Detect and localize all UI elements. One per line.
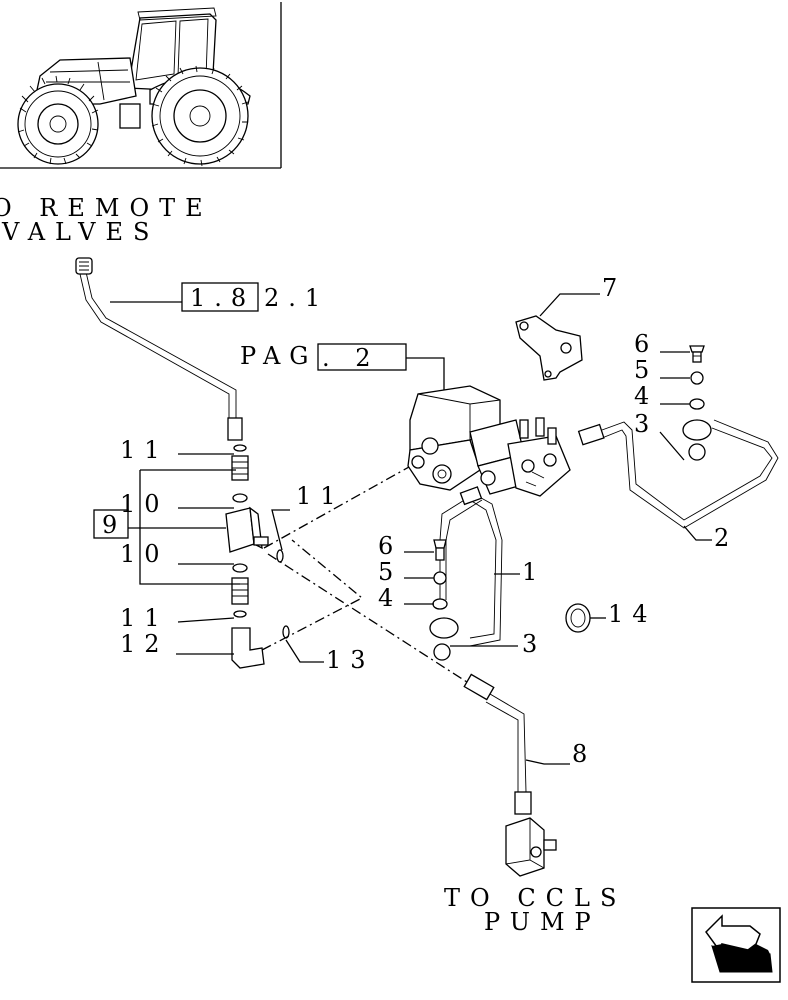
mounting-bracket (515, 315, 583, 381)
label-6-right: 6 (634, 330, 658, 358)
label-1: 1 (522, 558, 546, 586)
label-14: 14 (608, 600, 657, 628)
control-valve-block (407, 385, 571, 497)
hose-clip (565, 603, 591, 633)
remote-valve-pipe (75, 257, 243, 441)
ccls-pump-caption-line1: TO CCLS (444, 884, 626, 912)
tractor-illustration-icon (0, 2, 282, 169)
pag-box (317, 343, 407, 371)
label-11-top: 11 (120, 436, 169, 464)
ref-2-1-text: 2.1 (264, 284, 329, 312)
label-6-middle: 6 (378, 532, 402, 560)
remote-valves-caption-line1: O REMOTE (0, 194, 213, 222)
label-12: 12 (120, 630, 169, 658)
remote-valves-caption-line2: VALVES (1, 218, 159, 246)
ref-box-9 (93, 509, 129, 539)
label-8: 8 (572, 740, 596, 768)
fitting-stack (225, 444, 290, 669)
label-5-middle: 5 (378, 558, 402, 586)
pipe-assembly-1 (429, 486, 503, 661)
pipe-8-to-ccls-pump (463, 673, 557, 877)
pag-text: PAG (240, 342, 317, 370)
label-13: 13 (326, 646, 375, 674)
label-10-top: 10 (120, 490, 169, 518)
label-10-bottom: 10 (120, 540, 169, 568)
label-2: 2 (714, 524, 738, 552)
label-4-right: 4 (634, 382, 658, 410)
label-3-middle: 3 (522, 630, 546, 658)
label-5-right: 5 (634, 356, 658, 384)
ccls-pump-caption-line2: PUMP (484, 908, 601, 936)
label-7: 7 (602, 274, 626, 302)
label-9: 9 (102, 511, 126, 539)
pag-box-text: . 2 (322, 344, 380, 372)
label-11-middle: 11 (296, 482, 345, 510)
next-page-arrow-icon[interactable] (691, 907, 781, 983)
label-3-right: 3 (634, 410, 658, 438)
ref-1-8-text: 1.8 (190, 284, 255, 312)
label-4-middle: 4 (378, 584, 402, 612)
pipe-assembly-2 (577, 345, 779, 529)
ref-box-1-8 (181, 282, 259, 312)
label-11-bottom: 11 (120, 604, 169, 632)
